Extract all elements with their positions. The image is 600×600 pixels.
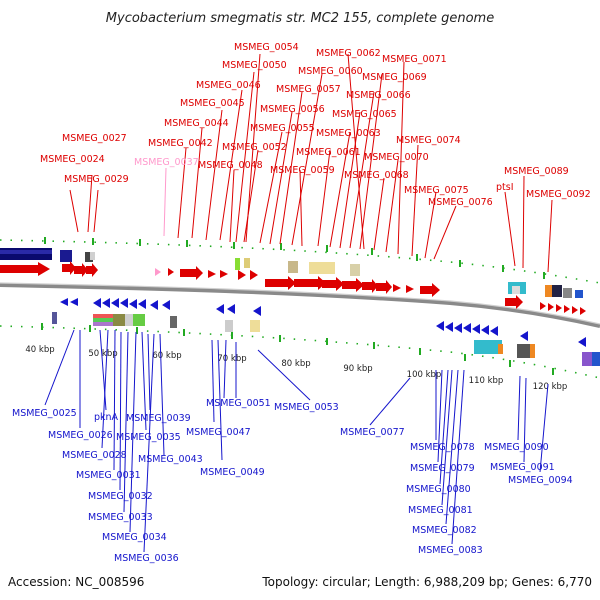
gene-label[interactable]: MSMEG_0046 [196, 80, 261, 91]
gene-label[interactable]: MSMEG_0039 [126, 413, 191, 424]
top-leader-lines [69, 53, 553, 273]
gene-label[interactable]: MSMEG_0056 [260, 104, 325, 115]
gene-label[interactable]: MSMEG_0077 [340, 427, 405, 438]
forward-genes [0, 261, 586, 315]
gene-label[interactable]: MSMEG_0092 [526, 189, 591, 200]
gene-label[interactable]: MSMEG_0079 [410, 463, 475, 474]
gene-label[interactable]: ptsI [496, 182, 514, 193]
gene-label[interactable]: MSMEG_0054 [234, 42, 299, 53]
scale-labels: 40 kbp 50 kbp 60 kbp 70 kbp 80 kbp 90 kb… [25, 345, 567, 392]
gene-label[interactable]: MSMEG_0061 [296, 147, 361, 158]
scale-label: 50 kbp [88, 349, 117, 359]
gene-label[interactable]: MSMEG_0082 [412, 525, 477, 536]
gene-label[interactable]: MSMEG_0063 [316, 128, 381, 139]
top-feature-blocks [0, 248, 583, 298]
gene-label[interactable]: MSMEG_0047 [186, 427, 251, 438]
scale-label: 70 kbp [217, 354, 246, 364]
gene-label[interactable]: MSMEG_0052 [222, 142, 287, 153]
gene-label[interactable]: MSMEG_0025 [12, 408, 77, 419]
gene-label[interactable]: MSMEG_0027 [62, 133, 127, 144]
gene-label[interactable]: MSMEG_0083 [418, 545, 483, 556]
gene-label[interactable]: MSMEG_0068 [344, 170, 409, 181]
gene-label[interactable]: MSMEG_0049 [200, 467, 265, 478]
gene-label[interactable]: MSMEG_0034 [102, 532, 167, 543]
bottom-labels: MSMEG_0025 pknA MSMEG_0039 MSMEG_0051 MS… [12, 398, 573, 564]
gene-label[interactable]: MSMEG_0032 [88, 491, 153, 502]
gene-label[interactable]: MSMEG_0065 [332, 109, 397, 120]
gene-label[interactable]: MSMEG_0069 [362, 72, 427, 83]
gene-label[interactable]: MSMEG_0029 [64, 174, 129, 185]
top-labels: MSMEG_0054 MSMEG_0062 MSMEG_0071 MSMEG_0… [40, 42, 591, 208]
gene-label[interactable]: MSMEG_0060 [298, 66, 363, 77]
genome-summary: Topology: circular; Length: 6,988,209 bp… [261, 575, 592, 589]
gene-label[interactable]: MSMEG_0042 [148, 138, 213, 149]
gene-label[interactable]: MSMEG_0091 [490, 462, 555, 473]
gene-label[interactable]: MSMEG_0050 [222, 60, 287, 71]
dna-backbone [0, 283, 600, 328]
gene-label[interactable]: MSMEG_0080 [406, 484, 471, 495]
gene-label[interactable]: MSMEG_0066 [346, 90, 411, 101]
gene-label[interactable]: MSMEG_0070 [364, 152, 429, 163]
gene-label[interactable]: MSMEG_0059 [270, 165, 335, 176]
gene-label[interactable]: MSMEG_0071 [382, 54, 447, 65]
gene-label[interactable]: MSMEG_0074 [396, 135, 461, 146]
gene-label[interactable]: MSMEG_0076 [428, 197, 493, 208]
gene-label[interactable]: MSMEG_0033 [88, 512, 153, 523]
gene-label[interactable]: MSMEG_0057 [276, 84, 341, 95]
gene-label[interactable]: MSMEG_0078 [410, 442, 475, 453]
accession-text: Accession: NC_008596 [8, 575, 144, 589]
gene-label-highlight[interactable]: MSMEG_0037 [134, 157, 199, 168]
scale-label: 90 kbp [343, 364, 372, 374]
top-major-ticks [44, 237, 545, 279]
scale-label: 110 kbp [469, 376, 504, 386]
gene-label[interactable]: MSMEG_0035 [116, 432, 181, 443]
gene-label[interactable]: MSMEG_0036 [114, 553, 179, 564]
bottom-tick-track [0, 325, 600, 379]
gene-label[interactable]: MSMEG_0055 [250, 123, 315, 134]
bottom-leader-lines [44, 329, 549, 553]
gene-label[interactable]: MSMEG_0090 [484, 442, 549, 453]
bottom-feature-blocks [52, 312, 600, 366]
scale-label: 60 kbp [152, 351, 181, 361]
gene-label[interactable]: MSMEG_0026 [48, 430, 113, 441]
scale-label: 100 kbp [407, 370, 442, 380]
gene-label[interactable]: MSMEG_0044 [164, 118, 229, 129]
gene-label[interactable]: MSMEG_0094 [508, 475, 573, 486]
gene-label[interactable]: MSMEG_0028 [62, 450, 127, 461]
gene-label[interactable]: MSMEG_0048 [198, 160, 263, 171]
gene-label[interactable]: MSMEG_0075 [404, 185, 469, 196]
gene-label[interactable]: MSMEG_0062 [316, 48, 381, 59]
map-title: Mycobacterium smegmatis str. MC2 155, co… [106, 11, 494, 26]
top-tick-track [0, 239, 600, 284]
dna-backbone-highlight [0, 282, 600, 325]
gene-label[interactable]: MSMEG_0043 [138, 454, 203, 465]
gene-label[interactable]: MSMEG_0024 [40, 154, 105, 165]
scale-label: 40 kbp [25, 345, 54, 355]
gene-label[interactable]: MSMEG_0045 [180, 98, 245, 109]
gene-label[interactable]: pknA [94, 412, 119, 423]
gene-label[interactable]: MSMEG_0053 [274, 402, 339, 413]
gene-label[interactable]: MSMEG_0081 [408, 505, 473, 516]
reverse-genes [60, 298, 586, 347]
gene-label[interactable]: MSMEG_0051 [206, 398, 271, 409]
gene-label[interactable]: MSMEG_0031 [76, 470, 141, 481]
scale-label: 120 kbp [533, 382, 568, 392]
gene-label[interactable]: MSMEG_0089 [504, 166, 569, 177]
scale-label: 80 kbp [281, 359, 310, 369]
bottom-major-ticks [41, 323, 554, 375]
